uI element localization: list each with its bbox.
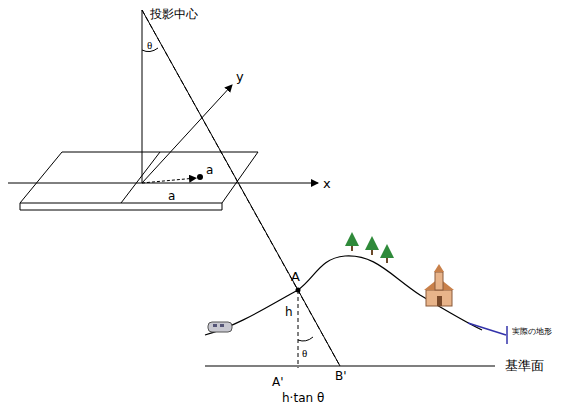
point-label: a [206,164,213,176]
axis-label: x [323,177,331,190]
axis-label: y [236,70,244,83]
datum-label: 基準面 [505,359,544,372]
point-label: A [291,270,300,283]
point-label: A' [272,376,284,388]
height-label: h [285,306,293,318]
terrain [205,256,495,366]
photo-plane [20,152,258,210]
axes [8,10,318,183]
projection-center-label: 投影中心 [150,8,198,20]
point-label: a [168,190,175,202]
terrain-marker [468,323,507,344]
train [208,322,232,332]
angle-label: θ [147,40,152,51]
image-point [142,174,203,183]
terrain-note: 実際の地形 [512,328,552,336]
angle-label: θ [302,348,307,359]
point-label: B' [335,370,347,382]
trees [345,232,394,263]
projection-rays [142,10,340,368]
displacement-label: h·tan θ [282,392,324,404]
church [424,264,454,306]
